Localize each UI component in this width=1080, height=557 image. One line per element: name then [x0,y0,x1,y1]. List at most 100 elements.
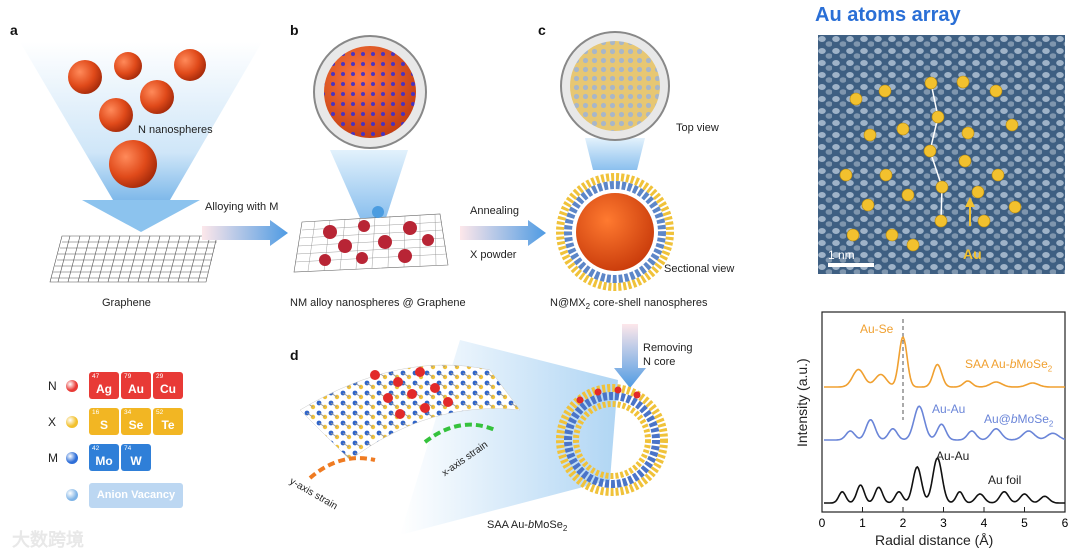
atomic-number: 52 [156,409,164,416]
nanosphere [68,60,102,94]
au-atom [991,168,1005,182]
x-tick-label: 3 [940,516,947,530]
panel-b-illustration [293,35,449,273]
nanosphere [114,52,142,80]
nanosphere [109,140,157,188]
graphene-label: Graphene [102,297,151,309]
au-atom [863,128,877,142]
element-symbol: Se [128,418,144,432]
series-label-saa: SAA Au-bMoSe2 [965,357,1053,374]
stem-image [818,35,1065,274]
au-atom [849,92,863,106]
hollow-shell [556,384,668,496]
vacancy-dot [66,489,78,501]
panel-c-illustration [556,31,674,291]
anion-vacancy-label: Anion Vacancy [89,483,183,508]
atomic-number: 16 [92,409,100,416]
x-axis-label: Radial distance (Å) [875,532,994,548]
peak-label-au-au-mid: Au-Au [932,402,966,416]
au-atom [934,214,948,228]
stem-title: Au atoms array [815,4,961,26]
x-tick-label: 2 [900,516,907,530]
atomic-number: 29 [156,373,164,380]
au-atom [956,75,970,89]
sectional-view-label: Sectional view [664,263,735,275]
au-atom [958,154,972,168]
au-atom [1005,118,1019,132]
au-atom [931,110,945,124]
panel-letter-c: c [538,22,546,38]
funnel-tip [82,200,200,232]
atomic-number: 74 [124,445,132,452]
element-symbol: Te [161,418,175,432]
y-strain-arrow [308,456,376,480]
mose2-sheet [299,364,521,461]
element-symbol: Au [128,382,144,396]
panel-c-caption: N@MX2 core-shell nanospheres [550,297,708,312]
atomic-number: 79 [124,373,132,380]
x-powder-label: X powder [470,249,517,261]
x-tick-label: 4 [981,516,988,530]
x-tick-label: 1 [859,516,866,530]
au-atom [923,144,937,158]
top-view-label: Top view [676,122,719,134]
core-shell-sphere [556,173,674,291]
element-symbol: S [99,418,108,432]
spectrum-au-bmose2 [824,405,1066,441]
au-atom [935,180,949,194]
legend-row-letter: N [48,379,57,393]
graphene-sheet [49,235,218,283]
n-core-label: N core [643,356,676,368]
x-tick-label: 0 [819,516,826,530]
au-label: Au [963,246,982,262]
arrow-b-to-c [460,220,546,246]
panel-b-caption: NM alloy nanospheres @ Graphene [290,297,466,309]
au-atom [961,126,975,140]
element-symbol: Ag [96,382,112,396]
panel-letter-d: d [290,347,299,363]
au-atom [896,122,910,136]
atomic-number: 34 [124,409,132,416]
au-atom [1008,200,1022,214]
au-atom [879,168,893,182]
annealing-label: Annealing [470,205,519,217]
legend-atom-dot [66,416,78,428]
scale-bar-label: 1 nm [828,248,855,262]
x-strain-arrow [423,422,496,444]
arrow-a-to-b [202,220,288,246]
arrow-c-to-d [614,324,646,388]
peak-label-au-au-bottom: Au-Au [936,449,970,463]
legend-row-letter: M [48,451,58,465]
spectrum-au-foil [824,456,1065,504]
series-label-au-foil: Au foil [988,473,1022,487]
nanosphere [140,80,174,114]
legend-atom-dot [66,380,78,392]
panel-d-caption: SAA Au-bMoSe2 [487,519,568,534]
au-atom [878,84,892,98]
au-atom [989,84,1003,98]
au-atom [977,214,991,228]
series-label-au-bmose2: Au@bMoSe2 [984,412,1054,429]
atomic-number: 47 [92,373,100,380]
au-atom [885,228,899,242]
removing-label: Removing [643,342,693,354]
element-symbol: Cu [160,382,176,396]
nanosphere [99,98,133,132]
au-atom [861,198,875,212]
n-nanospheres-label: N nanospheres [138,124,213,136]
element-symbol: Mo [95,454,113,468]
panel-d-illustration [299,340,668,535]
au-atom [924,76,938,90]
au-atom [846,228,860,242]
alloying-label: Alloying with M [205,201,279,213]
element-symbol: W [130,454,142,468]
watermark: 大数跨境 [12,530,84,550]
